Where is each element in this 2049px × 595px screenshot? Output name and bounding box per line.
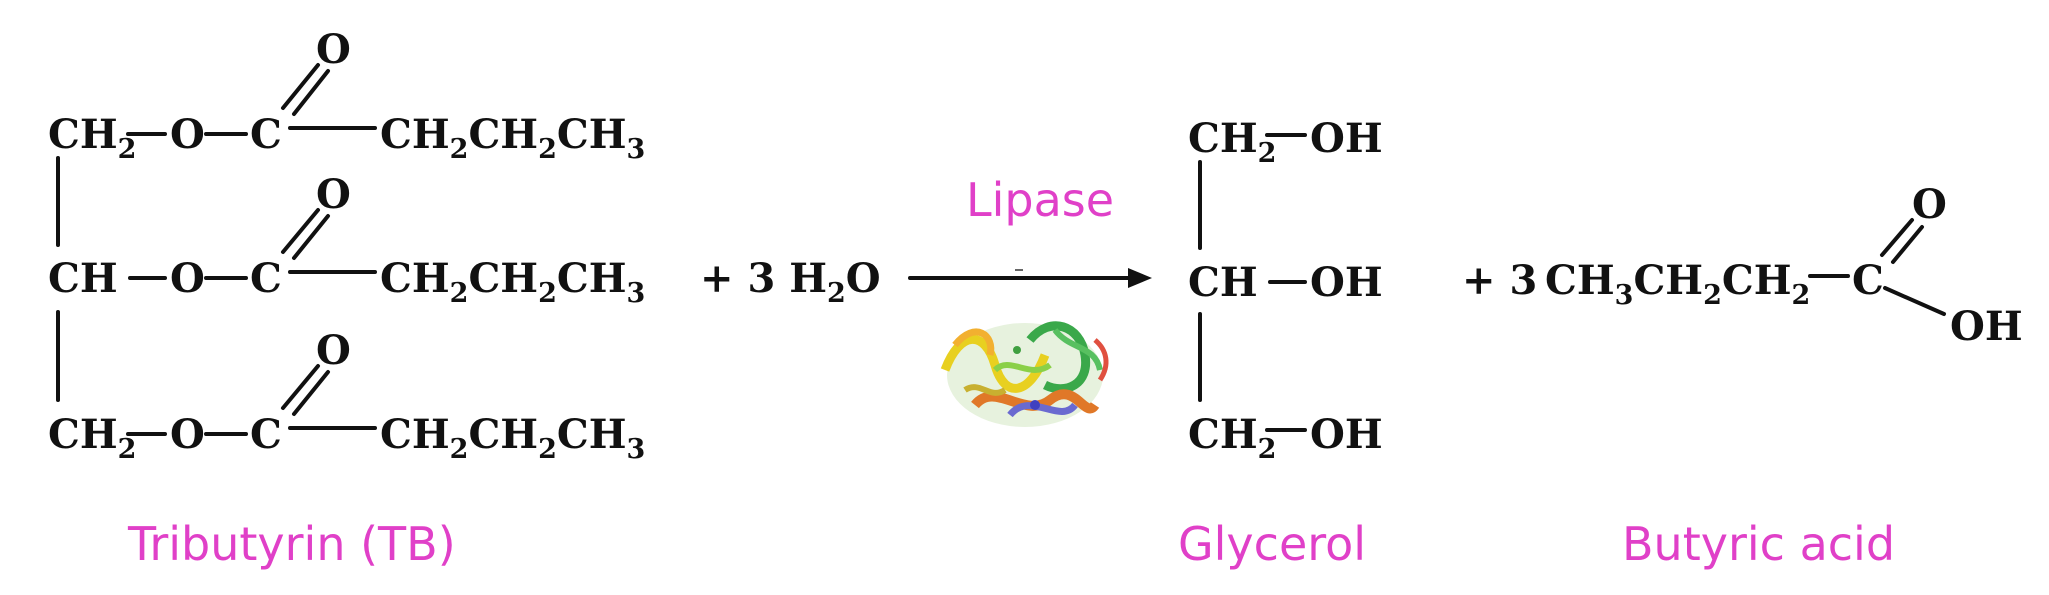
ba-hydroxyl: OH xyxy=(1950,303,2023,350)
tributyrin-label: Tributyrin (TB) xyxy=(127,517,456,571)
tb-row1-carbonyl-c: C xyxy=(250,111,282,158)
water-reagent: + 3 H2O xyxy=(700,255,881,309)
tb-row2-carbonyl-c: C xyxy=(250,255,282,302)
tb-row3-carbonyl-c: C xyxy=(250,411,282,458)
glycerol-label: Glycerol xyxy=(1178,517,1366,571)
gly-row3-ch2: CH2 xyxy=(1188,411,1276,465)
tb-row1-carbonyl-o: O xyxy=(316,26,351,73)
tb-row3-ester-o: O xyxy=(170,411,205,458)
tb-row1-ch2: CH2 xyxy=(48,111,136,165)
tb-row3-carbonyl-o: O xyxy=(316,327,351,374)
tb-row2-chain: CH2CH2CH3 xyxy=(380,255,645,309)
reaction-arrow xyxy=(908,268,1152,288)
tb-row1-ester-o: O xyxy=(170,111,205,158)
gly-row1-ch2: CH2 xyxy=(1188,115,1276,169)
gly-row1-oh: OH xyxy=(1310,115,1383,162)
ba-chain: CH3CH2CH2 xyxy=(1545,257,1810,311)
gly-row3-oh: OH xyxy=(1310,411,1383,458)
tb-row3-ch2: CH2 xyxy=(48,411,136,465)
tb-row2-ch: CH xyxy=(48,255,118,302)
ba-coefficient: + 3 xyxy=(1462,257,1537,304)
ba-carbonyl-o: O xyxy=(1912,181,1947,228)
butyric-acid-structure: + 3 CH3CH2CH2 C O OH xyxy=(1462,181,2023,350)
tb-row2-carbonyl-o: O xyxy=(316,171,351,218)
gly-row2-ch: CH xyxy=(1188,259,1258,306)
lipase-protein-structure-icon xyxy=(940,321,1109,427)
ba-carbonyl-c: C xyxy=(1852,257,1884,304)
gly-row2-oh: OH xyxy=(1310,259,1383,306)
catalyst-label: Lipase xyxy=(966,173,1114,227)
butyric-acid-label: Butyric acid xyxy=(1622,517,1895,571)
tb-row3-chain: CH2CH2CH3 xyxy=(380,411,645,465)
tb-row1-chain: CH2CH2CH3 xyxy=(380,111,645,165)
glycerol-structure: CH2 OH CH OH CH2 OH xyxy=(1188,115,1383,465)
tributyrin-structure: CH2 O C O CH2CH2CH3 CH O C O CH2CH2CH3 C… xyxy=(48,26,645,465)
tb-row2-ester-o: O xyxy=(170,255,205,302)
